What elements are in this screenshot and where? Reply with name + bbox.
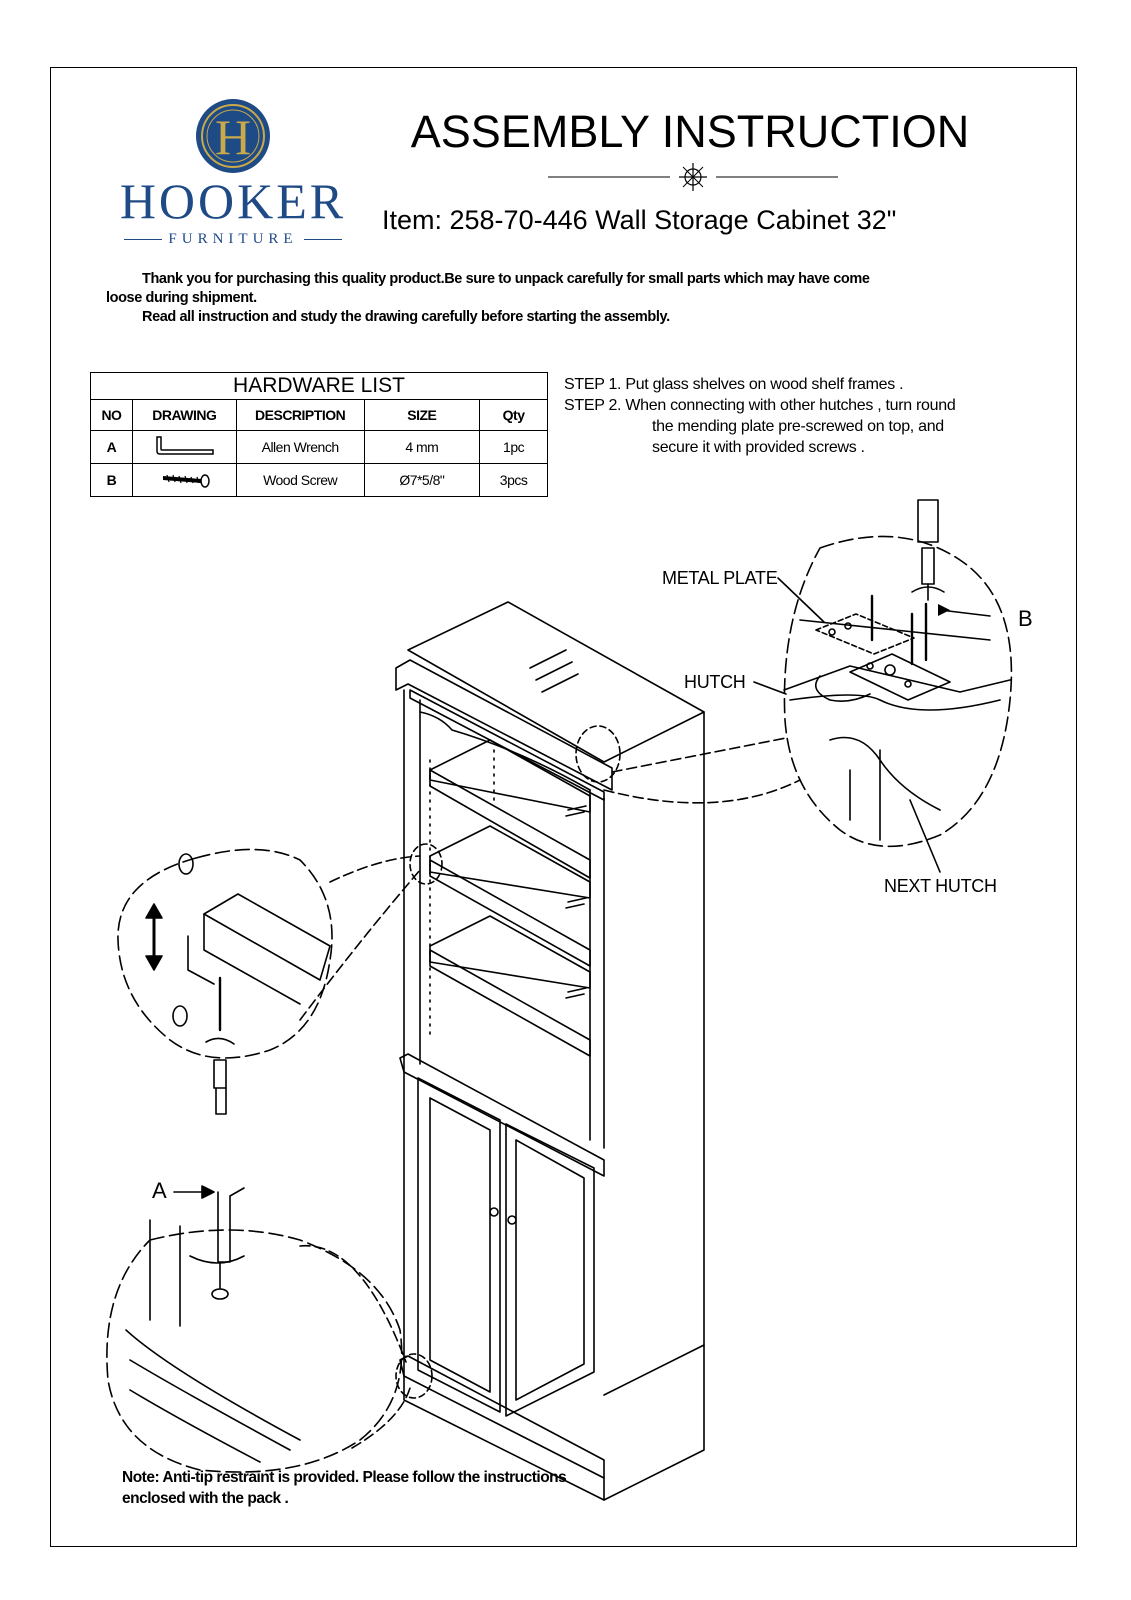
cabinet-illustration <box>395 601 705 1501</box>
table-row: B Wood Screw Ø7*5/8" 3pcs <box>90 463 548 497</box>
intro-line-2: loose during shipment. <box>106 290 257 306</box>
step-2-line-1: STEP 2. When connecting with other hutch… <box>564 397 956 414</box>
logo-initial: H <box>215 109 251 165</box>
shelf-pin-detail <box>117 848 333 1115</box>
row-b-description: Wood Screw <box>235 463 365 497</box>
step-2-line-3: secure it with provided screws . <box>652 439 865 456</box>
anti-tip-note: Note: Anti-tip restraint is provided. Pl… <box>122 1467 722 1509</box>
allen-wrench-icon <box>156 435 215 455</box>
page-title: ASSEMBLY INSTRUCTION <box>410 106 970 157</box>
row-b-qty: 3pcs <box>479 463 548 497</box>
intro-line-1: Thank you for purchasing this quality pr… <box>142 271 870 287</box>
note-line-2: enclosed with the pack . <box>122 1490 289 1507</box>
hooker-furniture-logo: H HOOKER FURNITURE <box>108 98 358 248</box>
next-hutch-label: NEXT HUTCH <box>884 876 997 896</box>
logo-emblem-icon: H <box>196 99 270 173</box>
row-a-drawing <box>131 430 237 464</box>
logo-subtitle: FURNITURE <box>108 231 358 248</box>
item-line: Item: 258-70-446 Wall Storage Cabinet 32… <box>382 205 897 235</box>
table-row: A Allen Wrench 4 mm 1pc <box>90 430 548 464</box>
logo-wordmark: HOOKER <box>119 173 347 229</box>
allen-wrench-detail <box>106 1185 403 1473</box>
step-1: STEP 1. Put glass shelves on wood shelf … <box>564 376 904 393</box>
row-a-description: Allen Wrench <box>235 430 365 464</box>
page-border <box>50 67 1077 1547</box>
wood-screw-icon <box>163 473 211 488</box>
metal-plate-label: METAL PLATE <box>662 568 778 588</box>
note-line-1: Note: Anti-tip restraint is provided. Pl… <box>122 1469 567 1486</box>
col-header-qty: Qty <box>479 399 548 431</box>
compass-ornament-icon <box>548 163 838 191</box>
intro-text: Thank you for purchasing this quality pr… <box>106 270 1036 327</box>
metal-plate-detail <box>753 499 1013 873</box>
row-b-size: Ø7*5/8" <box>363 463 481 497</box>
col-header-size: SIZE <box>363 399 481 431</box>
col-header-drawing: DRAWING <box>131 399 237 431</box>
row-b-drawing <box>131 463 237 497</box>
assembly-steps: STEP 1. Put glass shelves on wood shelf … <box>564 374 1064 458</box>
hardware-list-table: HARDWARE LIST NO DRAWING DESCRIPTION SIZ… <box>90 372 548 497</box>
hutch-label: HUTCH <box>684 672 746 692</box>
wrench-a-label: A <box>152 1178 167 1203</box>
intro-line-3: Read all instruction and study the drawi… <box>142 309 670 325</box>
col-header-no: NO <box>90 399 133 431</box>
step-2-line-2: the mending plate pre-screwed on top, an… <box>652 418 944 435</box>
row-a-qty: 1pc <box>479 430 548 464</box>
screw-b-label: B <box>1018 606 1033 631</box>
